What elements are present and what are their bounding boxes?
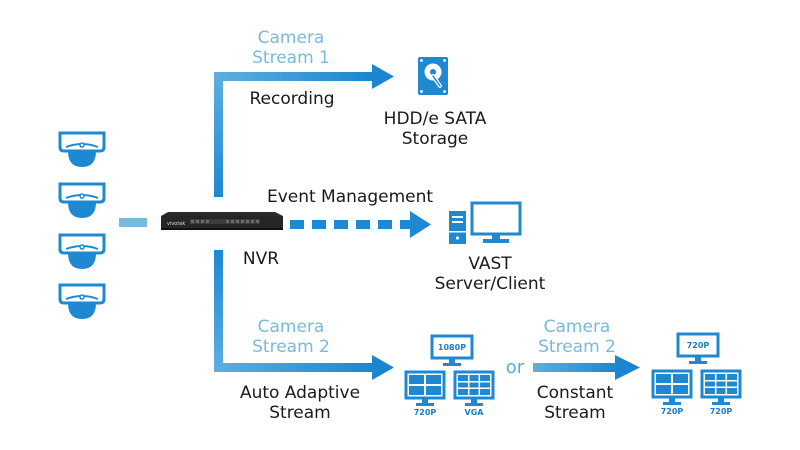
stream-2-label-adaptive: Camera Stream 2 <box>236 317 346 358</box>
stream-label-line1: Camera <box>543 317 611 337</box>
constant-monitor-right: 720P <box>700 369 742 416</box>
vast-label: VAST Server/Client <box>420 254 560 295</box>
hdd-label-line2: Storage <box>401 129 469 150</box>
recording-arrow <box>214 64 394 197</box>
constant-arrow <box>533 355 640 380</box>
monitor-left-res: 720P <box>414 408 437 417</box>
stream-label-line2: Stream 2 <box>538 337 616 358</box>
event-management-label: Event Management <box>266 187 434 207</box>
constant-label-line1: Constant <box>536 383 614 403</box>
monitor-right-res: VGA <box>465 408 485 417</box>
constant-label-line2: Stream <box>544 403 606 424</box>
vast-label-line2: Server/Client <box>434 274 546 295</box>
monitor-right-res: 720P <box>710 407 733 416</box>
hdd-storage-label: HDD/e SATA Storage <box>365 109 505 150</box>
vast-label-line1: VAST <box>468 254 512 274</box>
camera-icon-1 <box>58 131 106 169</box>
hdd-label-line1: HDD/e SATA <box>383 109 487 129</box>
stream-1-label: Camera Stream 1 <box>236 28 346 69</box>
stream-label-line2: Stream 1 <box>252 48 330 69</box>
constant-monitor-top: 720P <box>676 332 720 366</box>
nvr-device-icon: vivotek <box>161 212 283 230</box>
camera-icon-4 <box>58 283 106 321</box>
auto-adaptive-label: Auto Adaptive Stream <box>225 383 375 424</box>
monitor-left-res: 720P <box>661 407 684 416</box>
stream-label-line1: Camera <box>257 317 325 337</box>
constant-monitor-left: 720P <box>651 369 693 416</box>
hard-drive-icon <box>418 57 448 95</box>
event-management-arrow <box>290 211 431 238</box>
stream-label-line1: Camera <box>257 28 325 48</box>
adaptive-monitor-top: 1080P <box>430 334 474 368</box>
camera-icon-2 <box>58 182 106 220</box>
adaptive-arrow <box>214 250 394 380</box>
adaptive-label-line1: Auto Adaptive <box>239 383 361 403</box>
adaptive-monitor-left: 720P <box>404 370 446 417</box>
camera-link <box>119 218 147 227</box>
recording-label: Recording <box>249 89 335 109</box>
svg-text:vivotek: vivotek <box>167 221 185 227</box>
adaptive-label-line2: Stream <box>269 403 331 424</box>
nvr-label: NVR <box>242 249 280 269</box>
constant-stream-label: Constant Stream <box>520 383 630 424</box>
server-client-icon <box>449 201 522 244</box>
camera-icon-3 <box>58 233 106 271</box>
stream-label-line2: Stream 2 <box>252 337 330 358</box>
stream-2-label-constant: Camera Stream 2 <box>522 317 632 358</box>
monitor-top-res: 1080P <box>438 343 466 352</box>
monitor-top-res: 720P <box>687 341 710 350</box>
or-separator: or <box>505 357 525 378</box>
adaptive-monitor-right: VGA <box>453 370 495 417</box>
